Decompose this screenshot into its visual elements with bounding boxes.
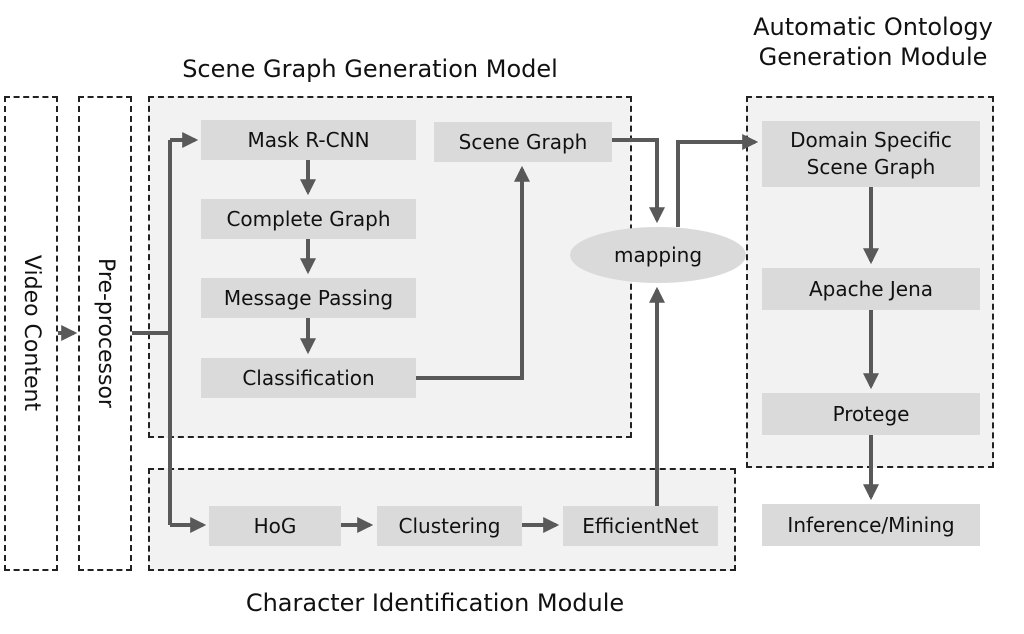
classification-node: Classification: [201, 358, 416, 398]
scene-graph-node: Scene Graph: [434, 122, 612, 162]
clustering-node: Clustering: [377, 506, 522, 546]
video-content-box: [4, 96, 58, 571]
ontology-generation-title-line1: Automatic Ontology: [753, 13, 993, 41]
arrow-scene-graph-to-mapping: [612, 138, 665, 224]
arrow-mapping-to-domain: [676, 134, 759, 227]
complete-graph-node: Complete Graph: [201, 199, 416, 239]
domain-specific-line1: Domain Specific: [790, 128, 952, 152]
mapping-node: mapping: [570, 227, 746, 283]
domain-specific-scene-graph-node: Domain Specific Scene Graph: [762, 121, 980, 187]
scene-graph-generation-title: Scene Graph Generation Model: [182, 55, 558, 83]
ontology-generation-title-line2: Generation Module: [758, 43, 988, 71]
protege-node: Protege: [762, 393, 980, 435]
inference-mining-node: Inference/Mining: [762, 504, 980, 546]
ontology-generation-title: Automatic Ontology Generation Module: [728, 12, 1018, 72]
arrow-classification-to-scene-graph: [416, 165, 530, 380]
apache-jena-node: Apache Jena: [762, 268, 980, 310]
pre-processor-box: [78, 96, 132, 571]
character-identification-title: Character Identification Module: [245, 589, 625, 617]
mask-rcnn-node: Mask R-CNN: [201, 120, 416, 160]
efficientnet-node: EfficientNet: [563, 506, 718, 546]
message-passing-node: Message Passing: [201, 278, 416, 318]
hog-node: HoG: [209, 506, 341, 546]
domain-specific-line2: Scene Graph: [806, 155, 936, 179]
